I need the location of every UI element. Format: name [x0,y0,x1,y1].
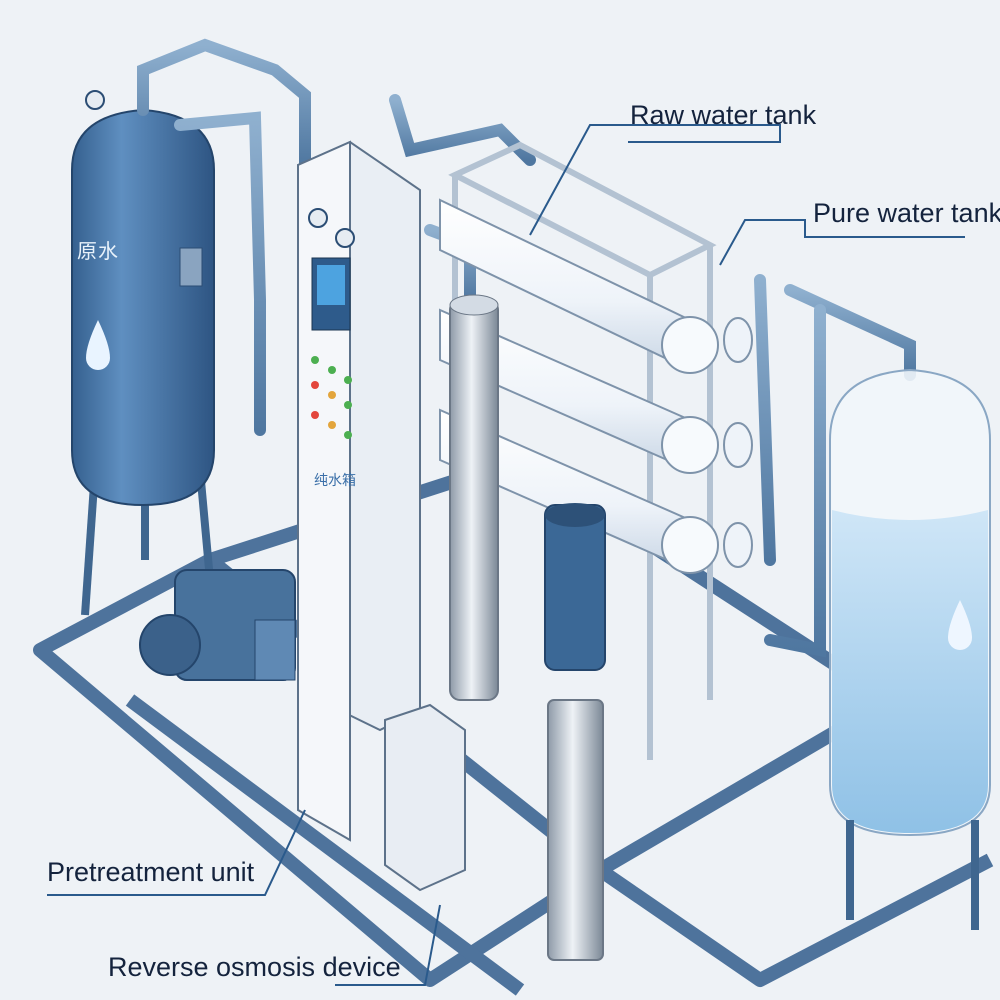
high-pressure-pump [544,503,606,961]
membrane-vessels [439,198,753,574]
label-reverse-osmosis-device: Reverse osmosis device [108,952,401,982]
label-pure-water-tank: Pure water tank [813,198,1000,228]
pure-water-tank [829,368,991,930]
label-raw-water-tank: Raw water tank [630,100,817,130]
electrical-box [384,703,466,892]
raw-tank-marking: 原水 [77,239,119,263]
indicator-lights [311,356,352,439]
water-drop-icon [948,600,972,650]
pressure-gauge-icon [335,228,355,248]
pressure-gauge-icon [308,208,328,228]
raw-water-tank [71,90,215,616]
pressure-gauge-icon [85,90,105,110]
control-cabinet [297,140,421,842]
label-pretreatment-unit: Pretreatment unit [47,857,255,887]
pretreatment-pump [139,569,296,681]
water-drop-icon [86,320,110,370]
callout-lines [47,124,965,986]
cartridge-filter [449,294,499,701]
cabinet-marking: 纯水箱 [314,473,356,489]
